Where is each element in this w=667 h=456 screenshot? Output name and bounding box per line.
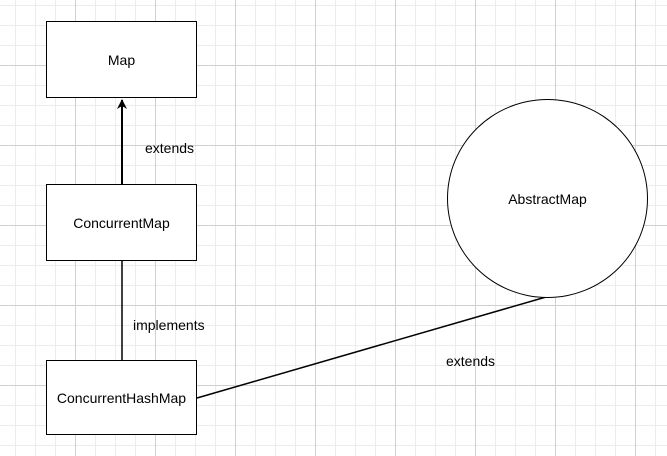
edge-concurrent-hash-map-to-abstract-map <box>196 296 547 399</box>
edge-label-extends-bottom: extends <box>446 353 496 369</box>
node-concurrent-hash-map[interactable]: ConcurrentHashMap <box>46 360 197 435</box>
node-map[interactable]: Map <box>46 21 197 98</box>
node-map-label: Map <box>107 51 136 68</box>
edge-label-implements: implements <box>133 317 205 333</box>
node-concurrent-map-label: ConcurrentMap <box>73 214 170 231</box>
node-abstract-map[interactable]: AbstractMap <box>447 99 648 298</box>
node-concurrent-map[interactable]: ConcurrentMap <box>46 184 197 261</box>
edge-label-extends-top: extends <box>145 140 195 156</box>
node-abstract-map-label: AbstractMap <box>508 190 587 207</box>
node-concurrent-hash-map-label: ConcurrentHashMap <box>56 389 187 406</box>
